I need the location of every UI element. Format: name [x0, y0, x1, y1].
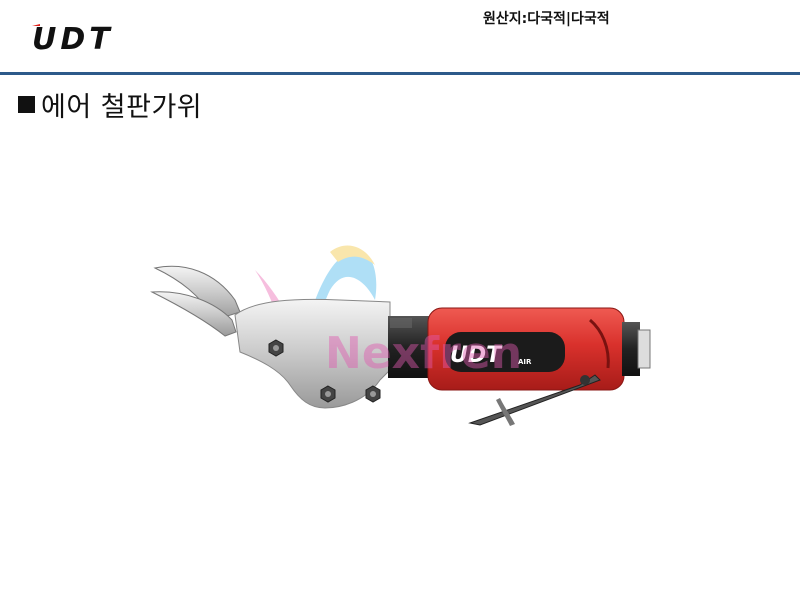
- watermark-text: Nexfren: [325, 328, 522, 379]
- lever-trigger: [468, 374, 601, 426]
- page-header: UDT 원산지:다국적|다국적: [0, 0, 800, 76]
- product-title: 에어 철판가위: [41, 91, 203, 123]
- udt-logo[interactable]: UDT: [30, 22, 158, 52]
- product-image: UDT AIR Nexfren: [150, 245, 651, 426]
- tool-brand-sublabel: AIR: [518, 358, 532, 366]
- logo-accent-mark: [32, 24, 40, 26]
- product-title-row: 에어 철판가위: [18, 86, 203, 123]
- tool-body: UDT AIR: [427, 307, 625, 391]
- air-inlet: [622, 322, 651, 376]
- shear-blades: [150, 265, 241, 337]
- shear-head: [234, 298, 391, 409]
- header-divider: [0, 72, 800, 75]
- square-bullet-icon: [18, 95, 35, 113]
- tool-neck: [388, 316, 430, 378]
- logo-text: UDT: [32, 22, 114, 52]
- tool-brand-label: UDT: [450, 343, 503, 368]
- origin-label: 원산지:다국적|다국적: [483, 11, 610, 27]
